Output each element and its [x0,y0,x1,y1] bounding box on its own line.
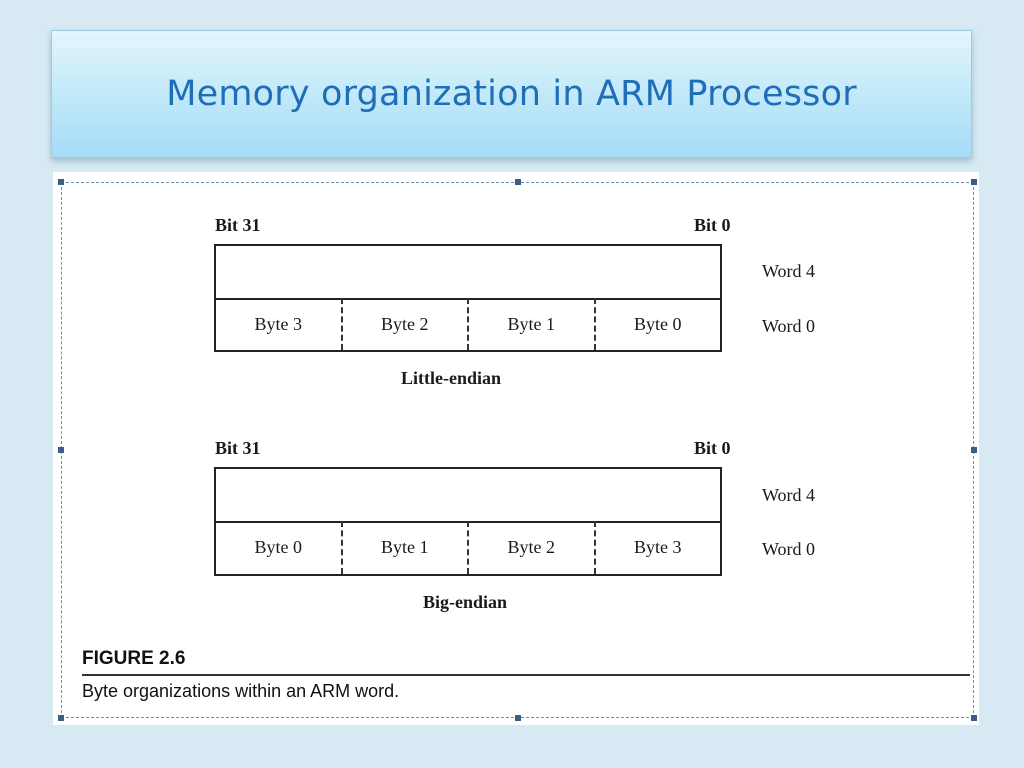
resize-handle-top-left[interactable] [58,179,64,185]
resize-handle-bottom-middle[interactable] [515,715,521,721]
little-endian-bit-low-label: Bit 0 [694,215,731,235]
big-endian-bit-low-label: Bit 0 [694,438,731,458]
little-endian-byte-cell: Byte 0 [593,298,721,350]
little-endian-byte-cell: Byte 3 [254,313,303,334]
little-endian-word-4-box [214,244,722,300]
big-endian-word-0-row: Byte 0 Byte 1 Byte 2 Byte 3 [214,521,722,576]
slide-title-box: Memory organization in ARM Processor [51,30,972,158]
big-endian-byte-cell: Byte 0 [254,537,303,557]
big-endian-byte-cell: Byte 1 [340,521,468,574]
figure-divider [82,674,970,676]
resize-handle-middle-left[interactable] [58,447,64,453]
little-endian-byte-cell: Byte 2 [340,298,468,350]
big-endian-byte-cell: Byte 3 [593,521,721,574]
resize-handle-middle-right[interactable] [971,447,977,453]
little-endian-word-4-label: Word 4 [762,261,816,281]
big-endian-byte-cell: Byte 2 [467,521,594,574]
little-endian-byte-cell: Byte 1 [467,298,594,350]
slide-title: Memory organization in ARM Processor [166,74,857,114]
figure-caption: Byte organizations within an ARM word. [82,681,400,701]
big-endian-word-4-label: Word 4 [762,485,816,505]
resize-handle-top-right[interactable] [971,179,977,185]
big-endian-word-4-box [214,467,722,523]
little-endian-caption: Little-endian [401,368,502,388]
resize-handle-bottom-right[interactable] [971,715,977,721]
big-endian-word-0-label: Word 0 [762,539,816,559]
little-endian-bit-high-label: Bit 31 [215,215,261,235]
little-endian-word-0-label: Word 0 [762,316,816,336]
big-endian-bit-high-label: Bit 31 [215,438,261,458]
figure-number-label: FIGURE 2.6 [82,648,186,669]
resize-handle-top-middle[interactable] [515,179,521,185]
little-endian-word-0-row: Byte 3 Byte 2 Byte 1 Byte 0 [214,298,722,352]
resize-handle-bottom-left[interactable] [58,715,64,721]
big-endian-caption: Big-endian [423,592,508,612]
